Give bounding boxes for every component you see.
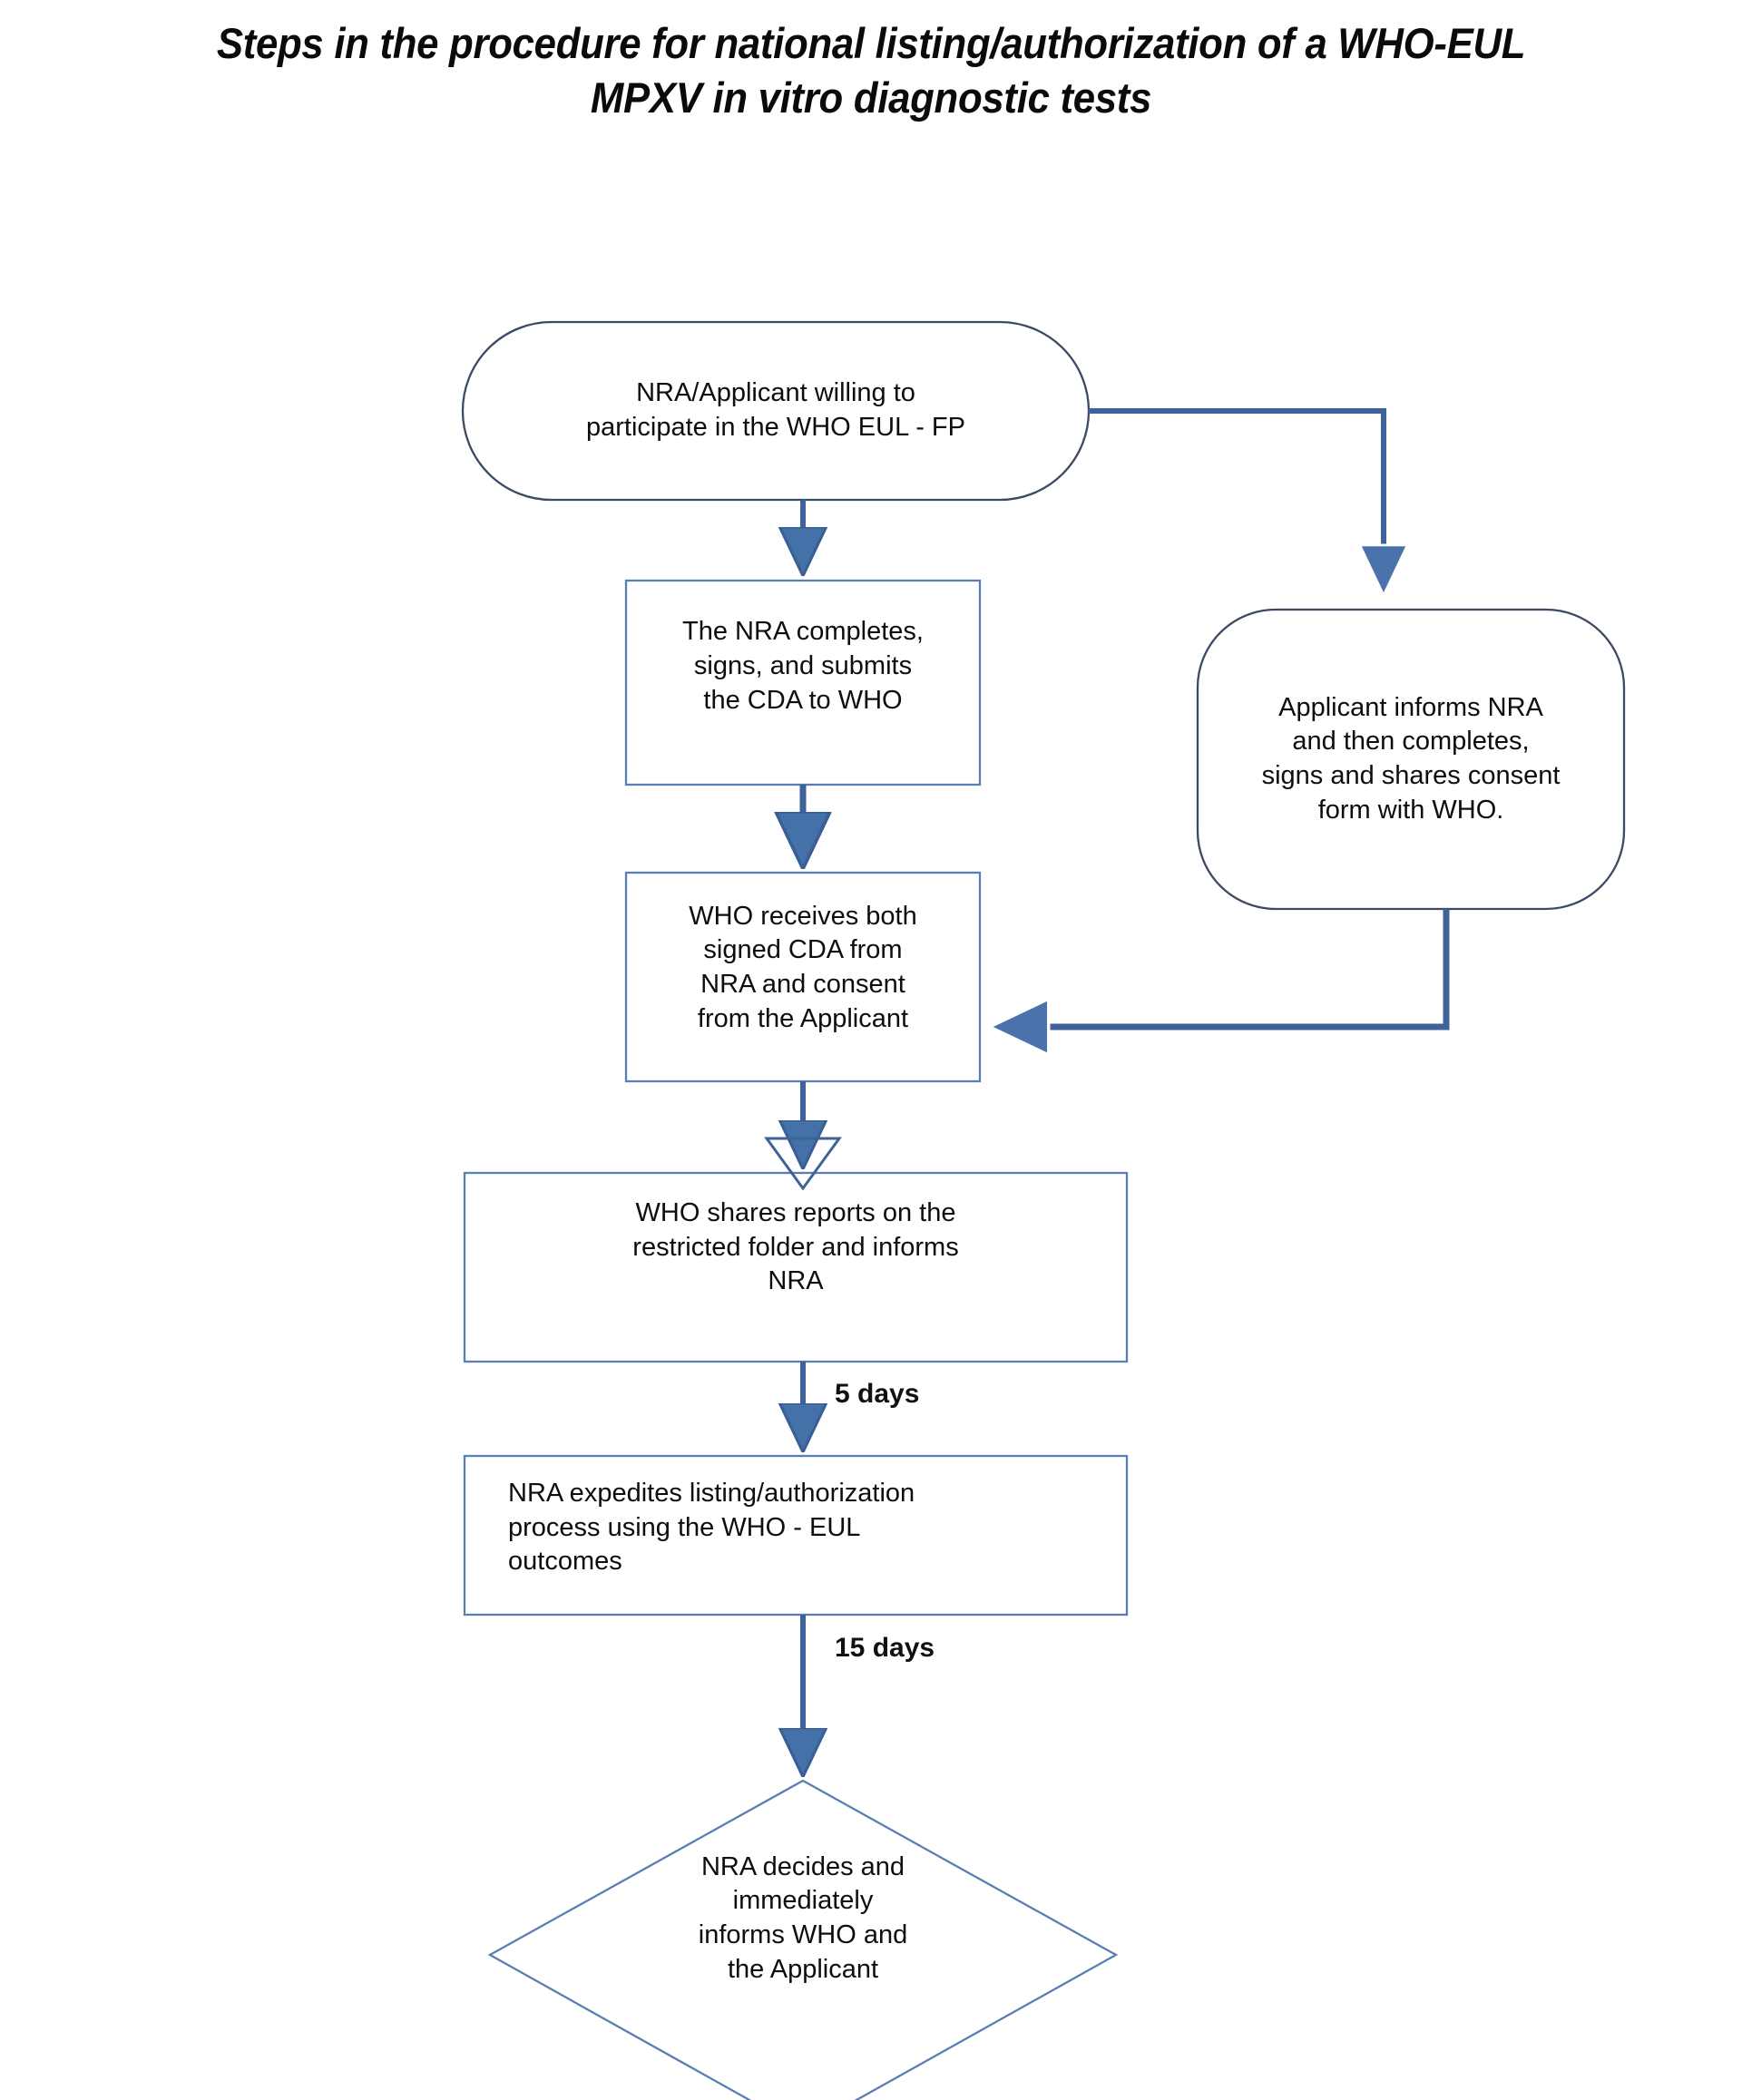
node-nra-decides-informs[interactable] — [487, 1779, 1119, 2100]
connector-n4-to-n5-outline-arrowhead — [764, 1137, 842, 1191]
node-nra-expedites-listing[interactable] — [463, 1454, 1129, 1617]
node-applicant-informs-nra[interactable] — [1196, 608, 1626, 911]
node-nra-completes-cda[interactable] — [624, 579, 982, 786]
node-nra-applicant-willing[interactable] — [461, 320, 1091, 502]
connector-n1-to-n3 — [1089, 408, 1384, 591]
page-title-line-2: MPXV in vitro diagnostic tests — [590, 73, 1152, 122]
connector-n3-to-n4 — [994, 909, 1450, 1027]
node-who-shares-reports[interactable] — [463, 1171, 1129, 1363]
page-title-line-1: Steps in the procedure for national list… — [216, 19, 1526, 67]
node-who-receives-both[interactable] — [624, 871, 982, 1083]
page-title: Steps in the procedure for national list… — [61, 16, 1681, 125]
